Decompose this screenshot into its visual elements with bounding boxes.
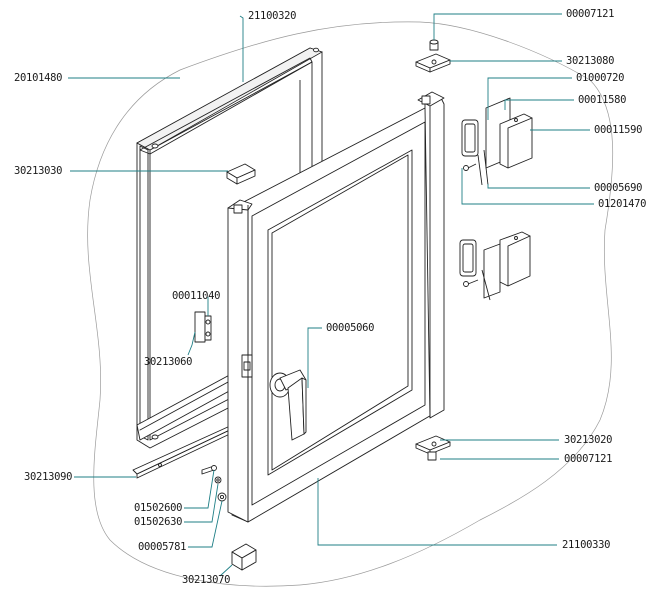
part-label-30213090: 30213090 [24,471,73,483]
part-label-00011590: 00011590 [594,124,643,136]
part-label-00011040: 00011040 [172,290,221,302]
part-label-21100320: 21100320 [248,10,297,22]
part-label-00007121-top: 00007121 [566,8,615,20]
assembly-outline [87,21,614,587]
part-label-00005690: 00005690 [594,182,643,194]
part-label-00011580: 00011580 [578,94,627,106]
part-label-30213060: 30213060 [144,356,193,368]
part-label-01000720: 01000720 [576,72,625,84]
part-label-30213080: 30213080 [566,55,615,67]
top-hinge [415,39,451,73]
part-label-00005781: 00005781 [138,541,187,553]
microswitch-assembly-lower [459,231,531,301]
hinge-bracket [194,311,212,343]
part-label-30213070: 30213070 [182,574,231,586]
part-label-01502600: 01502600 [134,502,183,514]
part-label-20101480: 20101480 [14,72,63,84]
bracket-30213030 [226,163,256,185]
bracket-30213070 [231,543,257,571]
part-label-30213020: 30213020 [564,434,613,446]
door-handle [269,369,307,441]
part-label-00005060: 00005060 [326,322,375,334]
microswitch-assembly-upper [461,97,533,186]
leader-lines [68,13,594,577]
part-label-01502630: 01502630 [134,516,183,528]
part-label-30213030: 30213030 [14,165,63,177]
bottom-hinge [415,435,451,461]
part-label-00007121-bottom: 00007121 [564,453,613,465]
part-label-01201470: 01201470 [598,198,647,210]
part-label-21100330: 21100330 [562,539,611,551]
